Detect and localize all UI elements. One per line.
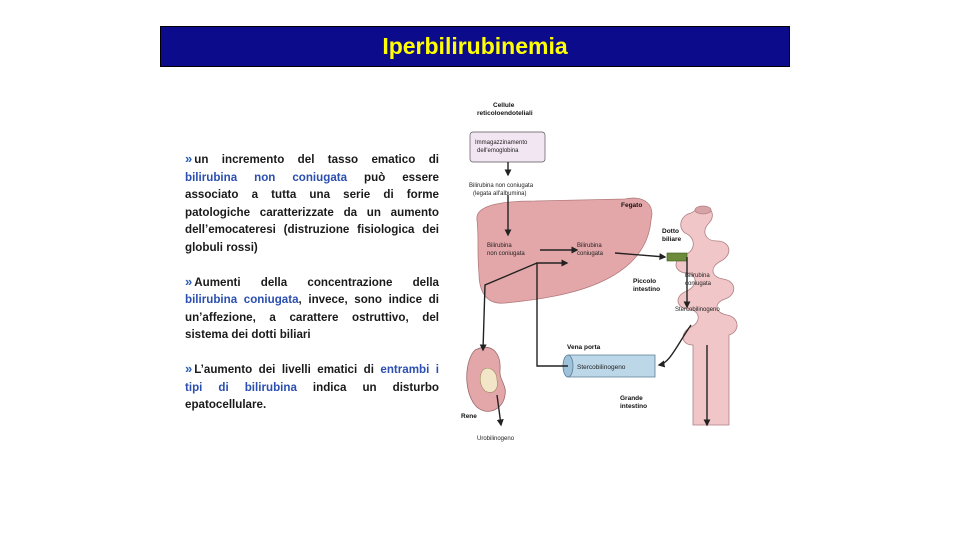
- stercobilinogen-vessel-label: Stercobilinogeno: [577, 364, 626, 371]
- storage-box: [469, 131, 546, 163]
- small-intestine-label: intestino: [633, 286, 660, 293]
- flow-arrow: [657, 324, 692, 368]
- unconjugated-label: Bilirubina non coniugata: [469, 183, 534, 189]
- bullet-highlight: bilirubina non coniugata: [185, 170, 348, 184]
- unconjugated-liver-label: Bilirubina: [487, 243, 512, 249]
- flow-arrow: [536, 259, 569, 367]
- urobilinogen-label: Urobilinogeno: [477, 436, 515, 442]
- double-arrow-icon: »: [185, 273, 193, 289]
- bullet-highlight: bilirubina coniugata: [185, 293, 299, 307]
- bullet-text: un incremento del tasso ematico di: [194, 153, 439, 166]
- cells-label: reticoloendoteliali: [477, 110, 533, 117]
- bullet-text: L’aumento dei livelli ematici di: [194, 362, 381, 376]
- bilirubin-metabolism-diagram: Cellule reticoloendoteliali Immagazzinam…: [461, 102, 738, 442]
- kidney-pelvis: [479, 367, 498, 393]
- storage-label: Immagazzinamento: [475, 140, 528, 146]
- bile-duct: [666, 252, 688, 262]
- double-arrow-icon: »: [185, 360, 193, 376]
- bullet-text: può essere associato a tutta una serie d…: [185, 170, 439, 254]
- large-intestine-label: Grande: [620, 395, 643, 402]
- slide-title: Iperbilirubinemia: [382, 33, 568, 59]
- bullet-item: »un incremento del tasso ematico di bili…: [185, 150, 439, 257]
- bullet-list: »un incremento del tasso ematico di bili…: [185, 150, 439, 430]
- bullet-text: indica un disturbo epatocellulare.: [185, 380, 439, 412]
- portal-vein-label: Vena porta: [567, 344, 601, 351]
- kidney-label: Rene: [461, 413, 477, 420]
- bullet-highlight: entrambi i tipi di bilirubina: [185, 362, 440, 394]
- conjugated-liver-label: coniugata: [577, 251, 604, 257]
- flow-arrow: [479, 262, 538, 352]
- small-intestine-label: Piccolo: [633, 278, 656, 285]
- large-intestine-label: intestino: [620, 403, 647, 410]
- double-arrow-icon: »: [185, 151, 193, 166]
- flow-arrow: [496, 394, 504, 427]
- intestine-conjugated-label: Bilirubina: [685, 273, 710, 279]
- bullet-item: »L’aumento dei livelli ematici di entram…: [185, 360, 439, 414]
- liver-label: Fegato: [621, 202, 642, 209]
- flow-arrow: [614, 252, 667, 261]
- stercobilinogen-intestine-label: Stercobilinogeno: [675, 307, 720, 313]
- intestine-shape: [675, 206, 738, 426]
- bullet-item: »Aumenti della concentrazione della bili…: [185, 273, 439, 344]
- conjugated-liver-label: Bilirubina: [577, 243, 602, 249]
- bile-duct-label: Dotto: [662, 228, 679, 235]
- intestine-top: [694, 205, 712, 215]
- slide-title-bar: Iperbilirubinemia: [160, 26, 790, 67]
- unconjugated-label: (legata all'albumina): [473, 191, 527, 197]
- cells-label: Cellule: [493, 102, 515, 109]
- storage-label: dell'emoglobina: [477, 148, 519, 154]
- unconjugated-liver-label: non coniugata: [487, 251, 525, 257]
- bullet-text: Aumenti della concentrazione della: [194, 275, 439, 289]
- bullet-text: , invece, sono indice di un’affezione, a…: [185, 293, 439, 342]
- intestine-conjugated-label: coniugata: [685, 281, 712, 287]
- bile-duct-label: biliare: [662, 236, 682, 243]
